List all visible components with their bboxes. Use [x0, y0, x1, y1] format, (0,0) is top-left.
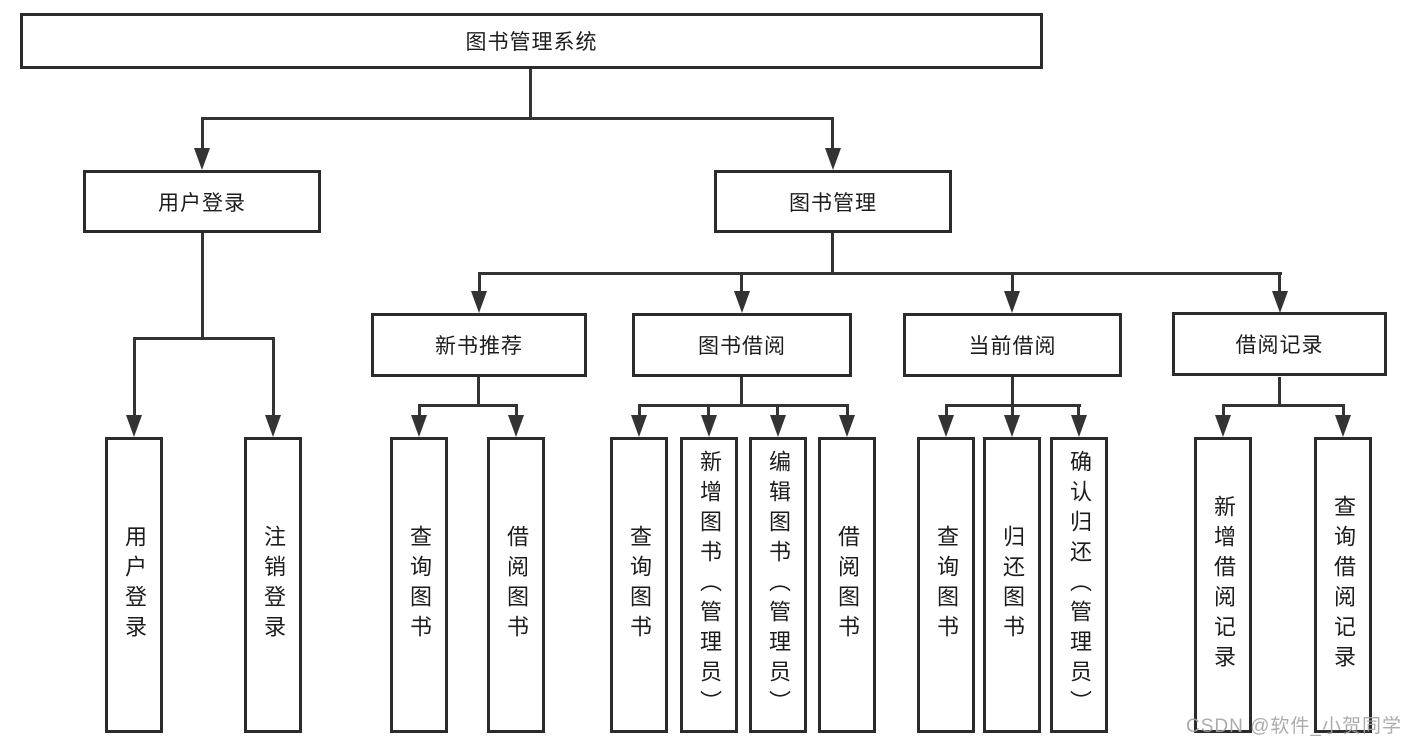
leaf-query-borrow-record: 查询借阅记录	[1314, 437, 1372, 733]
leaf-confirm-return-admin: 确认归还（管理员）	[1050, 437, 1108, 733]
leaf-add-book-admin-label: 新增图书（管理员）	[697, 450, 722, 720]
leaf-query-book-current-label: 查询图书	[934, 525, 959, 645]
connector-line	[638, 404, 849, 407]
node-root: 图书管理系统	[20, 13, 1043, 69]
connector-line	[740, 377, 743, 407]
node-root-label: 图书管理系统	[465, 31, 598, 54]
node-user-login-label: 用户登录	[158, 191, 246, 215]
connector-line	[272, 337, 275, 417]
node-new-book-recommend: 新书推荐	[371, 313, 587, 377]
node-new-book-recommend-label: 新书推荐	[435, 335, 523, 358]
leaf-user-login-label: 用户登录	[122, 525, 147, 645]
node-book-borrow: 图书借阅	[632, 313, 852, 377]
leaf-query-book-borrow: 查询图书	[610, 437, 668, 733]
connector-line	[478, 272, 1282, 275]
connector-line	[477, 377, 480, 407]
connector-line	[638, 404, 641, 417]
connector-line	[1222, 404, 1225, 417]
connector-line	[529, 69, 532, 119]
arrow-down-icon	[631, 415, 647, 437]
leaf-return-book-label: 归还图书	[1000, 525, 1025, 645]
leaf-borrow-book-recommend-label: 借阅图书	[504, 525, 529, 645]
arrow-down-icon	[1004, 291, 1020, 313]
connector-line	[846, 404, 849, 417]
connector-line	[1011, 377, 1014, 407]
connector-line	[201, 233, 204, 340]
connector-line	[133, 337, 136, 417]
arrow-down-icon	[1071, 415, 1087, 437]
connector-line	[418, 404, 421, 417]
connector-line	[831, 117, 834, 151]
leaf-confirm-return-admin-label: 确认归还（管理员）	[1067, 450, 1092, 720]
leaf-add-borrow-record: 新增借阅记录	[1194, 437, 1252, 733]
connector-line	[201, 117, 204, 151]
connector-line	[1011, 272, 1014, 293]
leaf-logout: 注销登录	[244, 437, 302, 733]
connector-line	[201, 117, 834, 120]
arrow-down-icon	[938, 415, 954, 437]
arrow-down-icon	[1215, 415, 1231, 437]
connector-line	[1077, 404, 1080, 417]
arrow-down-icon	[839, 415, 855, 437]
leaf-query-book-recommend-label: 查询图书	[407, 525, 432, 645]
connector-line	[1222, 404, 1345, 407]
node-borrow-records-label: 借阅记录	[1235, 334, 1324, 357]
leaf-query-book-recommend: 查询图书	[390, 437, 448, 733]
node-current-borrow-label: 当前借阅	[968, 335, 1057, 358]
connector-line	[418, 404, 518, 407]
node-book-management-label: 图书管理	[789, 191, 877, 215]
arrow-down-icon	[1004, 415, 1020, 437]
arrow-down-icon	[508, 415, 524, 437]
leaf-query-book-borrow-label: 查询图书	[627, 525, 652, 645]
leaf-borrow-book-recommend: 借阅图书	[487, 437, 545, 733]
connector-line	[707, 404, 710, 417]
connector-line	[1342, 404, 1345, 417]
connector-line	[740, 272, 743, 293]
arrow-down-icon	[701, 415, 717, 437]
arrow-down-icon	[770, 415, 786, 437]
arrow-down-icon	[1335, 415, 1351, 437]
arrow-down-icon	[265, 415, 281, 437]
node-user-login: 用户登录	[83, 170, 321, 233]
node-book-borrow-label: 图书借阅	[698, 335, 786, 358]
leaf-add-book-admin: 新增图书（管理员）	[680, 437, 738, 733]
node-book-management: 图书管理	[714, 170, 952, 233]
connector-line	[945, 404, 948, 417]
connector-line	[1278, 272, 1281, 293]
connector-line	[478, 272, 481, 293]
leaf-add-borrow-record-label: 新增借阅记录	[1211, 495, 1236, 675]
arrow-down-icon	[194, 148, 210, 170]
leaf-edit-book-admin-label: 编辑图书（管理员）	[766, 450, 791, 720]
leaf-user-login: 用户登录	[105, 437, 163, 733]
node-current-borrow: 当前借阅	[903, 313, 1122, 377]
arrow-down-icon	[411, 415, 427, 437]
csdn-watermark: CSDN @软件_小贺同学	[1186, 716, 1402, 737]
arrow-down-icon	[1272, 291, 1288, 313]
connector-line	[1011, 404, 1014, 417]
leaf-edit-book-admin: 编辑图书（管理员）	[749, 437, 807, 733]
leaf-logout-label: 注销登录	[261, 525, 286, 645]
arrow-down-icon	[734, 291, 750, 313]
leaf-query-book-current: 查询图书	[917, 437, 975, 733]
arrow-down-icon	[471, 291, 487, 313]
leaf-return-book: 归还图书	[983, 437, 1041, 733]
leaf-borrow-book-label: 借阅图书	[835, 525, 860, 645]
connector-line	[776, 404, 779, 417]
arrow-down-icon	[825, 148, 841, 170]
node-borrow-records: 借阅记录	[1172, 312, 1387, 376]
connector-line	[133, 337, 275, 340]
connector-line	[831, 233, 834, 275]
leaf-borrow-book: 借阅图书	[818, 437, 876, 733]
connector-line	[1278, 377, 1281, 407]
connector-line	[515, 404, 518, 417]
arrow-down-icon	[126, 415, 142, 437]
leaf-query-borrow-record-label: 查询借阅记录	[1331, 495, 1356, 675]
